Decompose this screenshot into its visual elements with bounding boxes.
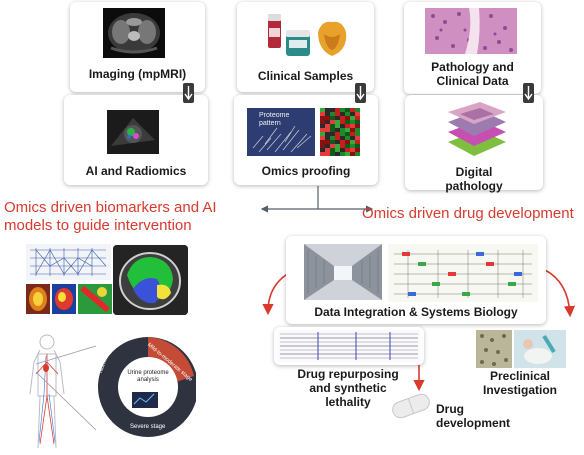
preclinical-image-1 [476, 330, 512, 368]
progression-center-text: Urine proteome analysis [127, 370, 169, 383]
network-graph-image [26, 244, 111, 280]
progression-wheel: Urine proteome analysis Normal stage Mil… [90, 332, 198, 442]
down-arrow-icon [523, 83, 534, 103]
pathway-map-image [388, 244, 538, 302]
label-pathology: Pathology and Clinical Data [431, 60, 514, 88]
right-heading: Omics driven drug development [362, 205, 574, 222]
preclinical-image-2 [514, 330, 566, 368]
prostate-segmentation-image [113, 245, 188, 315]
heatmap-tile-1 [26, 284, 50, 314]
mri-image [103, 8, 165, 58]
genome-track-image [278, 330, 420, 362]
stage-severe-label: Severe stage [130, 424, 166, 430]
pill-icon [386, 388, 436, 424]
proteome-pattern-image: Proteome pattern [247, 108, 315, 156]
proteome-pattern-label: Proteome pattern [259, 112, 290, 127]
label-omics-proofing: Omics proofing [261, 164, 351, 178]
ai-radiomics-image [107, 110, 159, 154]
down-arrow-icon [183, 83, 194, 103]
label-clinical-samples: Clinical Samples [257, 69, 354, 83]
label-drug-repurposing: Drug repurposing and synthetic lethality [297, 367, 399, 409]
digital-pathology-image [440, 100, 512, 158]
data-center-image [304, 244, 382, 300]
label-digital-pathology: Digital pathology [445, 165, 503, 193]
label-preclinical: Preclinical Investigation [482, 369, 557, 397]
label-drug-development: Drug development [436, 402, 511, 430]
label-ai-radiomics: AI and Radiomics [85, 164, 187, 178]
label-imaging: Imaging (mpMRI) [88, 67, 187, 81]
pathology-image [425, 8, 517, 54]
clinical-samples-image [262, 10, 352, 62]
label-data-integration: Data Integration & Systems Biology [314, 305, 518, 319]
left-heading: Omics driven biomarkers and AI models to… [4, 199, 217, 234]
down-arrow-icon [355, 83, 366, 103]
heatmap-image [320, 108, 360, 156]
heatmap-tile-3 [78, 284, 112, 314]
human-body-image [22, 332, 72, 450]
heatmap-tile-2 [52, 284, 76, 314]
